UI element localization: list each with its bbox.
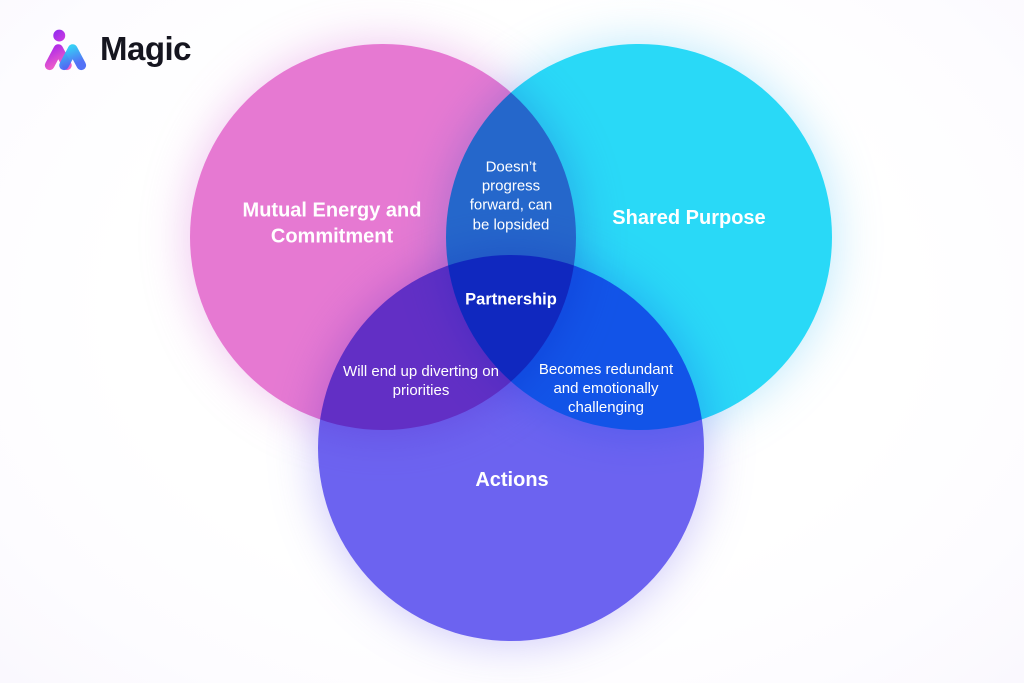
circle-actions bbox=[318, 255, 704, 641]
brand-name: Magic bbox=[100, 30, 192, 67]
magic-logo-icon bbox=[44, 29, 87, 71]
brand-logo: Magic bbox=[42, 25, 192, 73]
